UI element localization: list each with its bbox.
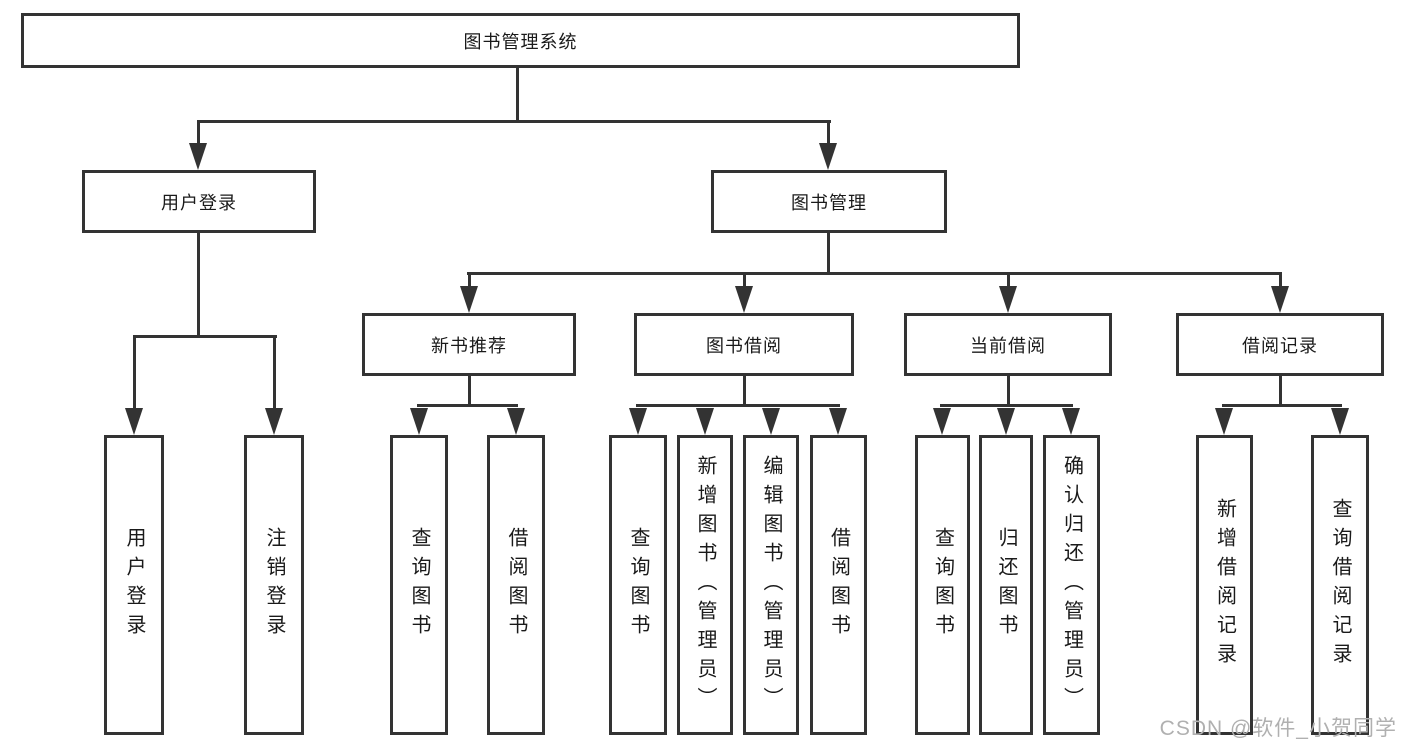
leaf-bb-borrow-books-label: 借阅图书 [827, 527, 850, 643]
connector-user-login-vertical [197, 233, 200, 337]
connector-root-horizontal [197, 120, 831, 123]
csdn-watermark: CSDN @软件_小贺同学 [1159, 717, 1397, 740]
arrowhead-current-borrowing [999, 286, 1017, 313]
connector-drop-current-borrowing [1007, 274, 1010, 288]
connector-drop-book-borrowing [743, 274, 746, 288]
node-new-book-recommend-label: 新书推荐 [431, 335, 507, 356]
leaf-nb-borrow-books-label: 借阅图书 [505, 527, 527, 643]
leaf-nb-query-books: 查询图书 [390, 435, 448, 735]
connector-current-borrowing-vertical [1007, 376, 1010, 406]
leaf-nb-query-books-label: 查询图书 [408, 527, 430, 643]
arrowhead-br-query-record [1331, 408, 1349, 435]
node-new-book-recommend: 新书推荐 [362, 313, 576, 376]
leaf-bb-query-books-label: 查询图书 [627, 527, 649, 643]
leaf-bb-edit-books-admin-label: 编辑图书（管理员） [760, 454, 782, 716]
connector-drop-book-management [827, 122, 830, 146]
leaf-cb-query-books-label: 查询图书 [931, 527, 954, 643]
connector-borrowing-records-horizontal [1222, 404, 1342, 407]
leaf-br-query-record: 查询借阅记录 [1311, 435, 1369, 735]
connector-book-mgmt-horizontal [467, 272, 1282, 275]
leaf-user-login: 用户登录 [104, 435, 164, 735]
leaf-cb-return-books-label: 归还图书 [995, 527, 1017, 643]
arrowhead-leaf-logout [265, 408, 283, 435]
leaf-cb-confirm-return-admin: 确认归还（管理员） [1043, 435, 1100, 735]
connector-drop-leaf-logout [273, 337, 276, 411]
node-system-root: 图书管理系统 [21, 13, 1020, 68]
leaf-cb-query-books: 查询图书 [915, 435, 970, 735]
node-user-login-label: 用户登录 [161, 192, 237, 213]
connector-book-borrowing-vertical [743, 376, 746, 406]
leaf-logout-login-label: 注销登录 [263, 527, 285, 643]
leaf-br-add-record-label: 新增借阅记录 [1213, 498, 1236, 672]
arrowhead-leaf-user-login [125, 408, 143, 435]
connector-drop-new-book [468, 274, 471, 288]
connector-drop-borrowing-records [1279, 274, 1282, 288]
arrowhead-book-borrowing [735, 286, 753, 313]
connector-book-mgmt-vertical [827, 233, 830, 274]
arrowhead-book-management [819, 143, 837, 170]
arrowhead-bb-edit-books [762, 408, 780, 435]
node-book-borrowing: 图书借阅 [634, 313, 854, 376]
leaf-br-add-record: 新增借阅记录 [1196, 435, 1253, 735]
connector-current-borrowing-horizontal [940, 404, 1073, 407]
node-borrowing-records: 借阅记录 [1176, 313, 1384, 376]
arrowhead-cb-confirm-return [1062, 408, 1080, 435]
connector-user-login-horizontal [133, 335, 277, 338]
connector-book-borrowing-horizontal [636, 404, 840, 407]
leaf-user-login-label: 用户登录 [123, 527, 145, 643]
arrowhead-cb-return-books [997, 408, 1015, 435]
connector-root-vertical [516, 68, 519, 122]
leaf-cb-return-books: 归还图书 [979, 435, 1033, 735]
leaf-bb-borrow-books: 借阅图书 [810, 435, 867, 735]
arrowhead-bb-add-books [696, 408, 714, 435]
arrowhead-br-add-record [1215, 408, 1233, 435]
arrowhead-new-book [460, 286, 478, 313]
node-book-management-label: 图书管理 [791, 192, 867, 213]
connector-drop-leaf-user-login [133, 337, 136, 411]
arrowhead-nb-query-books [410, 408, 428, 435]
connector-borrowing-records-vertical [1279, 376, 1282, 406]
arrowhead-borrowing-records [1271, 286, 1289, 313]
node-book-borrowing-label: 图书借阅 [706, 335, 782, 356]
arrowhead-user-login [189, 143, 207, 170]
leaf-bb-add-books-admin-label: 新增图书（管理员） [694, 454, 716, 716]
arrowhead-nb-borrow-books [507, 408, 525, 435]
arrowhead-cb-query-books [933, 408, 951, 435]
leaf-br-query-record-label: 查询借阅记录 [1329, 498, 1351, 672]
node-system-root-label: 图书管理系统 [463, 31, 578, 52]
connector-new-book-horizontal [417, 404, 518, 407]
node-book-management: 图书管理 [711, 170, 947, 233]
node-current-borrowing: 当前借阅 [904, 313, 1112, 376]
node-user-login: 用户登录 [82, 170, 316, 233]
arrowhead-bb-borrow-books [829, 408, 847, 435]
node-borrowing-records-label: 借阅记录 [1242, 335, 1318, 356]
leaf-bb-add-books-admin: 新增图书（管理员） [677, 435, 733, 735]
node-current-borrowing-label: 当前借阅 [970, 335, 1046, 356]
leaf-nb-borrow-books: 借阅图书 [487, 435, 545, 735]
leaf-bb-edit-books-admin: 编辑图书（管理员） [743, 435, 799, 735]
connector-drop-user-login [197, 122, 200, 146]
leaf-logout-login: 注销登录 [244, 435, 304, 735]
leaf-bb-query-books: 查询图书 [609, 435, 667, 735]
connector-new-book-vertical [468, 376, 471, 406]
arrowhead-bb-query-books [629, 408, 647, 435]
leaf-cb-confirm-return-admin-label: 确认归还（管理员） [1060, 454, 1083, 716]
